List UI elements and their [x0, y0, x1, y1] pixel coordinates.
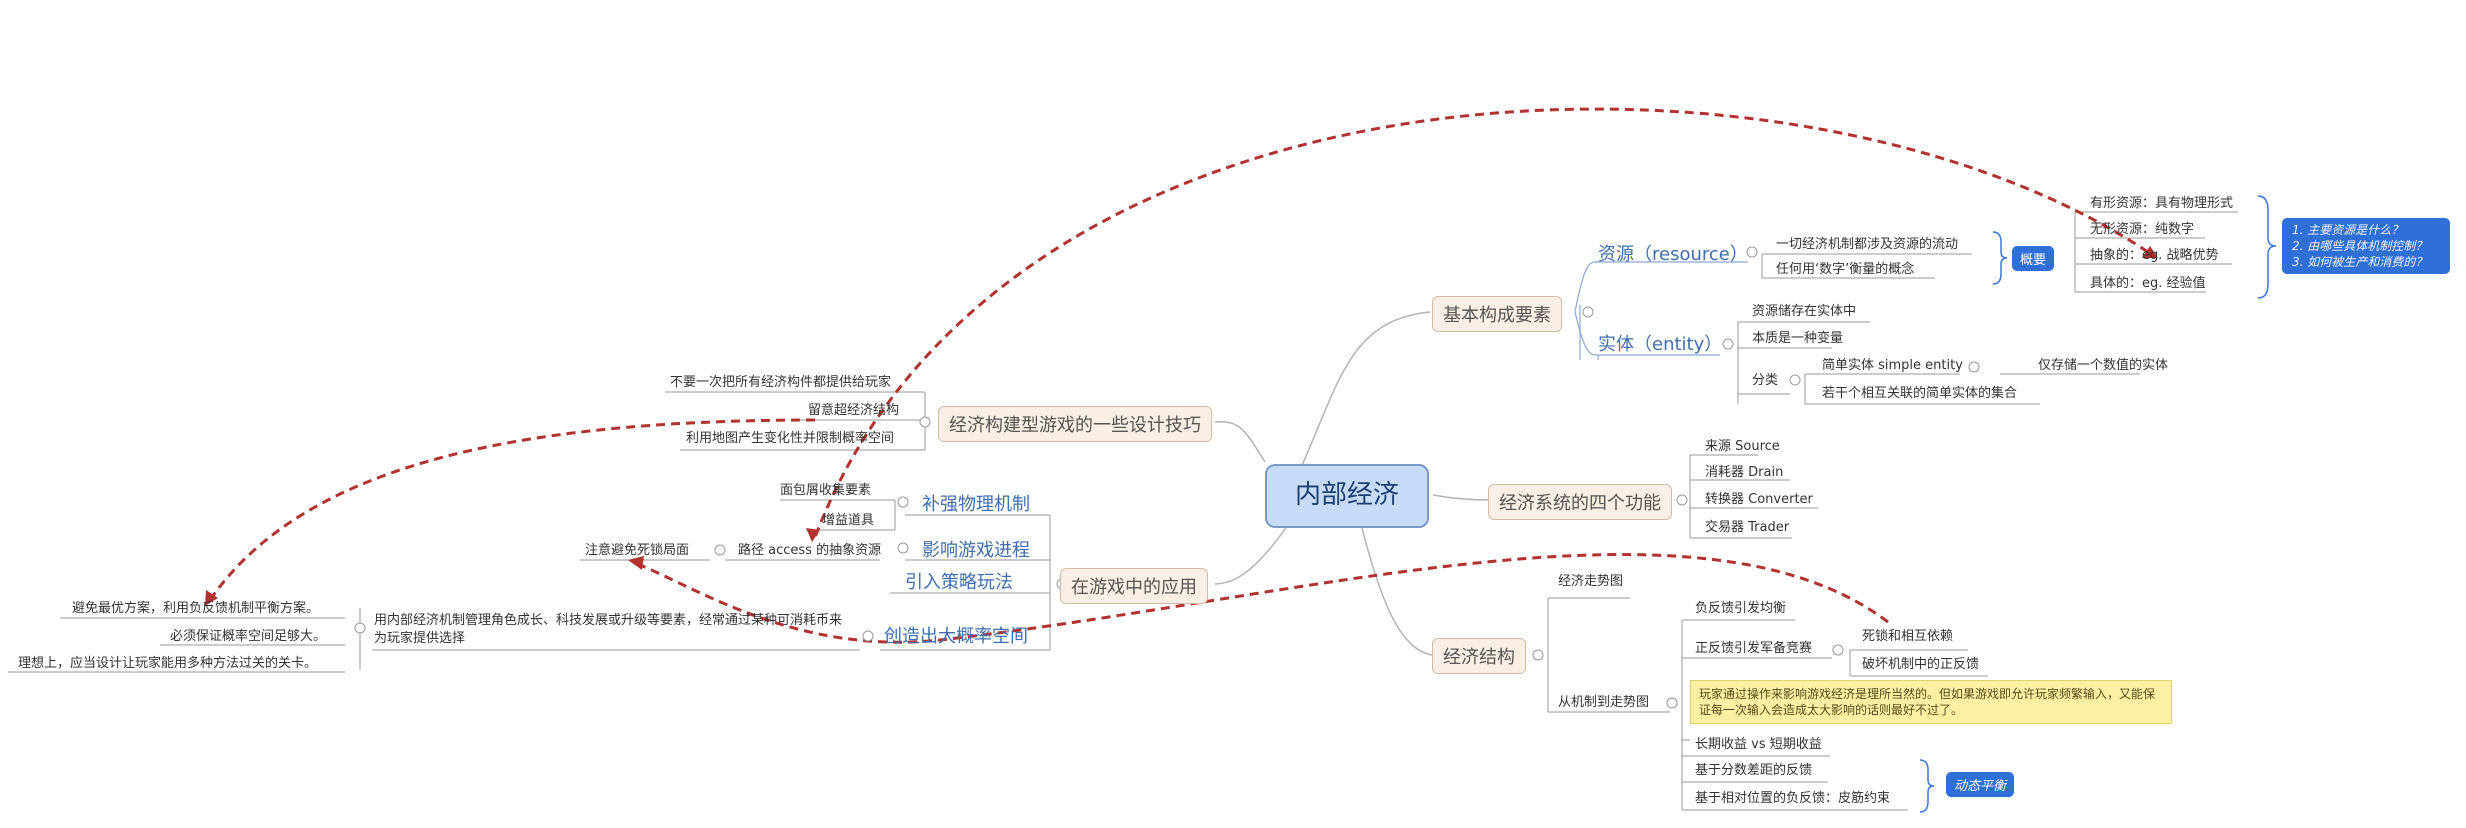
subtopic-resource[interactable]: 资源（resource）	[1598, 244, 1748, 265]
structure-mechanism[interactable]: 从机制到走势图	[1558, 695, 1650, 710]
space-description[interactable]: 用内部经济机制管理角色成长、科技发展或升级等要素，经常通过某种可消耗币来为玩家提…	[374, 613, 843, 646]
central-topic[interactable]: 内部经济	[1265, 464, 1429, 528]
progress-deadlock-note[interactable]: 注意避免死锁局面	[585, 543, 690, 558]
topic-economic-structure[interactable]: 经济结构	[1432, 638, 1526, 674]
resource-kind-intangible[interactable]: 无形资源：纯数字	[2090, 222, 2195, 237]
subtopic-entity[interactable]: 实体（entity）	[1598, 334, 1723, 355]
space-item-1[interactable]: 避免最优方案，利用负反馈机制平衡方案。	[72, 601, 320, 616]
entity-classify[interactable]: 分类	[1752, 373, 1779, 388]
apply-physics[interactable]: 补强物理机制	[922, 494, 1030, 515]
space-item-2[interactable]: 必须保证概率空间足够大。	[170, 629, 327, 644]
entity-simple-desc[interactable]: 仅存储一个数值的实体	[2038, 358, 2169, 373]
topic-four-functions[interactable]: 经济系统的四个功能	[1488, 484, 1672, 520]
function-source[interactable]: 来源 Source	[1705, 439, 1780, 454]
resource-questions-callout[interactable]: 1. 主要资源是什么？ 2. 由哪些具体机制控制？ 3. 如何被生产和消费的？	[2282, 218, 2450, 274]
entity-compound[interactable]: 若干个相互关联的简单实体的集合	[1822, 386, 2018, 401]
question-3: 3. 如何被生产和消费的？	[2292, 255, 2428, 269]
structure-score-diff[interactable]: 基于分数差距的反馈	[1695, 763, 1813, 778]
structure-note[interactable]: 玩家通过操作来影响游戏经济是理所当然的。但如果游戏即允许玩家频繁输入，又能保证每…	[1690, 680, 2172, 724]
structure-trend[interactable]: 经济走势图	[1558, 574, 1624, 589]
question-1: 1. 主要资源是什么？	[2292, 223, 2404, 237]
apply-strategy[interactable]: 引入策略玩法	[905, 572, 1013, 593]
resource-kind-abstract[interactable]: 抽象的：eg. 战略优势	[2090, 248, 2219, 263]
resource-kind-tangible[interactable]: 有形资源：具有物理形式	[2090, 196, 2234, 211]
progress-access[interactable]: 路径 access 的抽象资源	[738, 543, 882, 558]
entity-simple[interactable]: 简单实体 simple entity	[1822, 358, 1963, 373]
entity-item-1[interactable]: 资源储存在实体中	[1752, 304, 1857, 319]
dynamic-balance-badge[interactable]: 动态平衡	[1946, 772, 2015, 797]
topic-game-application[interactable]: 在游戏中的应用	[1060, 568, 1208, 604]
function-converter[interactable]: 转换器 Converter	[1705, 492, 1813, 507]
summary-badge[interactable]: 概要	[2012, 246, 2055, 271]
physics-powerups[interactable]: 增益道具	[822, 513, 875, 528]
question-2: 2. 由哪些具体机制控制？	[2292, 239, 2428, 253]
function-trader[interactable]: 交易器 Trader	[1705, 520, 1790, 535]
resource-item-1[interactable]: 一切经济机制都涉及资源的流动	[1776, 237, 1959, 252]
apply-probability-space[interactable]: 创造出大概率空间	[884, 626, 1028, 647]
structure-positive-race[interactable]: 正反馈引发军备竞赛	[1695, 641, 1813, 656]
topic-design-tips[interactable]: 经济构建型游戏的一些设计技巧	[938, 406, 1212, 442]
structure-rubber-band[interactable]: 基于相对位置的负反馈：皮筋约束	[1695, 791, 1891, 806]
physics-breadcrumbs[interactable]: 面包屑收集要素	[780, 483, 872, 498]
entity-item-2[interactable]: 本质是一种变量	[1752, 331, 1844, 346]
space-item-3[interactable]: 理想上，应当设计让玩家能用多种方法过关的关卡。	[18, 656, 318, 671]
tip-1[interactable]: 不要一次把所有经济构件都提供给玩家	[670, 375, 892, 390]
structure-deadlock[interactable]: 死锁和相互依赖	[1862, 629, 1954, 644]
structure-break-loop[interactable]: 破坏机制中的正反馈	[1862, 657, 1980, 672]
tip-2[interactable]: 留意超经济结构	[808, 403, 900, 418]
apply-progress[interactable]: 影响游戏进程	[922, 540, 1030, 561]
topic-basic-elements[interactable]: 基本构成要素	[1432, 296, 1562, 332]
tip-3[interactable]: 利用地图产生变化性并限制概率空间	[686, 431, 895, 446]
structure-negative-balance[interactable]: 负反馈引发均衡	[1695, 601, 1787, 616]
structure-long-short[interactable]: 长期收益 vs 短期收益	[1695, 737, 1822, 752]
resource-kind-concrete[interactable]: 具体的：eg. 经验值	[2090, 276, 2206, 291]
resource-item-2[interactable]: 任何用‘数字’衡量的概念	[1776, 262, 1915, 277]
function-drain[interactable]: 消耗器 Drain	[1705, 465, 1784, 480]
